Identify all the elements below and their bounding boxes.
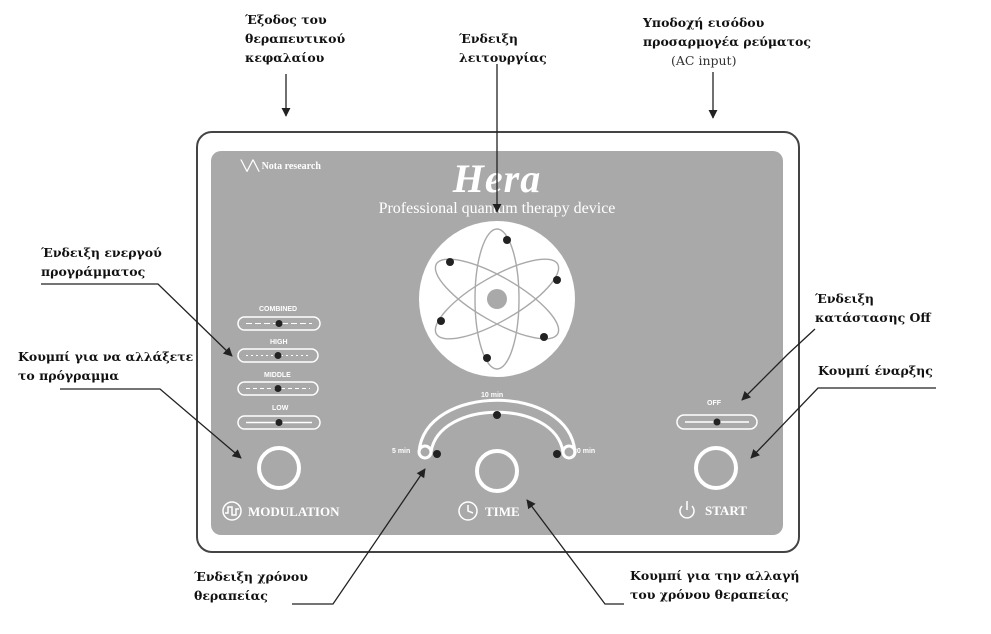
off-led: [713, 418, 721, 426]
callout-line: Ένδειξη χρόνου: [194, 569, 308, 584]
callout-line: κατάστασης Off: [815, 310, 931, 325]
callout-line: κεφαλαίου: [245, 50, 325, 65]
time-label-20: 20 min: [573, 448, 596, 455]
time-label-10: 10 min: [481, 392, 504, 399]
mode-led-high: [274, 352, 282, 359]
callout-change-program: Κουμπί για να αλλάξετε το πρόγραμμα: [18, 347, 193, 385]
electron: [446, 258, 454, 266]
callout-line: Ένδειξη: [459, 31, 518, 46]
callout-line: Ένδειξη ενεργού: [41, 245, 162, 260]
orbit: [434, 258, 560, 340]
callout-head-output: Έξοδος του θεραπευτικού κεφαλαίου: [245, 10, 345, 67]
electron: [503, 236, 511, 244]
callout-line: θεραπείας: [194, 588, 268, 603]
callout-line: Υποδοχή εισόδου: [643, 15, 765, 30]
callout-line: Έξοδος του: [245, 12, 327, 27]
time-led-10: [493, 411, 501, 419]
callout-line: Κουμπί έναρξης: [818, 363, 933, 378]
callout-line: προγράμματος: [41, 264, 146, 279]
mode-label-high: HIGH: [270, 339, 288, 346]
electron: [483, 354, 491, 362]
callout-line: (AC input): [671, 53, 737, 68]
mode-label-middle: MIDDLE: [264, 372, 291, 379]
callout-time-button: Κουμπί για την αλλαγή του χρόνου θεραπεί…: [630, 566, 799, 604]
time-label-5: 5 min: [392, 448, 411, 455]
electron: [540, 333, 548, 341]
time-button[interactable]: [475, 449, 519, 493]
mode-indicators: [237, 316, 321, 430]
atom-display: [222, 221, 758, 521]
modulation-label: MODULATION: [248, 504, 340, 519]
brand-logo: ╲╱╲ Nota research: [241, 161, 321, 172]
mode-led-low: [275, 419, 283, 426]
callout-active-program: Ένδειξη ενεργού προγράμματος: [41, 243, 162, 281]
callout-line: του χρόνου θεραπείας: [630, 587, 789, 602]
brand-name: Nota research: [261, 161, 321, 172]
callout-line: λειτουργίας: [459, 50, 547, 65]
time-led-20: [553, 450, 561, 458]
start-button[interactable]: [694, 446, 738, 490]
time-label: TIME: [485, 504, 520, 519]
callout-line: Κουμπί για την αλλαγή: [630, 568, 800, 583]
time-arc-outer: [417, 398, 577, 453]
mode-label-combined: COMBINED: [259, 306, 298, 313]
modulation-icon: [222, 501, 242, 521]
mode-led-combined: [275, 320, 283, 327]
clock-icon: [458, 501, 478, 521]
electron: [553, 276, 561, 284]
power-icon: [679, 505, 695, 519]
brand-mark-icon: ╲╱╲: [241, 161, 262, 172]
callout-start-button: Κουμπί έναρξης: [818, 361, 933, 380]
device-panel: ╲╱╲ Nota research Hera Professional quan…: [211, 151, 783, 535]
nucleus: [487, 289, 507, 309]
callout-line: θεραπευτικού: [245, 31, 346, 46]
mode-bar-combined: [237, 316, 321, 331]
callout-line: το πρόγραμμα: [18, 368, 120, 383]
modulation-button[interactable]: [257, 446, 301, 490]
callout-line: Κουμπί για να αλλάξετε: [18, 349, 194, 364]
callout-time-indicator: Ένδειξη χρόνου θεραπείας: [194, 567, 308, 605]
electron: [437, 317, 445, 325]
orbit: [474, 228, 520, 370]
start-label: START: [705, 503, 747, 518]
mode-led-middle: [274, 385, 282, 392]
time-led-5: [433, 450, 441, 458]
callout-line: προσαρμογέα ρεύματος: [643, 34, 811, 49]
callout-line: Ένδειξη: [815, 291, 874, 306]
callout-operation-indicator: Ένδειξη λειτουργίας: [459, 29, 547, 67]
mode-bar-high: [237, 348, 319, 363]
callout-off-indicator: Ένδειξη κατάστασης Off: [815, 289, 931, 327]
callout-ac-input: Υποδοχή εισόδου προσαρμογέα ρεύματος (AC…: [643, 13, 811, 70]
mode-label-low: LOW: [272, 405, 289, 412]
off-label: OFF: [707, 400, 721, 407]
orbit: [434, 258, 560, 340]
